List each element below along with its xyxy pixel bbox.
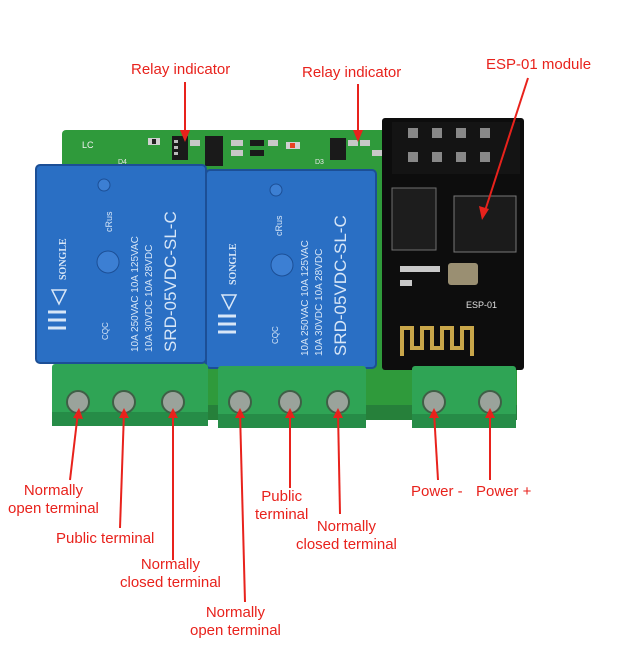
relay-2-cqc: CQC <box>271 326 280 344</box>
relay-2-cert: cRus <box>274 215 284 236</box>
silk-lc: LC <box>82 140 94 150</box>
normally-open-terminal-label-1-line1: Normally <box>23 482 84 499</box>
normally-closed-terminal-label-2: Normally closed terminal <box>296 518 397 554</box>
relay-1-model: SRD-05VDC-SL-C <box>161 211 180 352</box>
smd-components <box>148 136 382 166</box>
relay-1-rating2: 10A 30VDC 10A 28VDC <box>144 245 155 352</box>
normally-closed-terminal-label-2-line1: Normally <box>316 518 377 535</box>
normally-open-terminal-label-2: Normally open terminal <box>190 604 281 640</box>
terminal-block-power <box>412 366 516 428</box>
relay-1-cqc: CQC <box>101 322 110 340</box>
normally-closed-terminal-label-1: Normally closed terminal <box>120 556 221 592</box>
public-terminal-label-2-line1: Public <box>261 488 303 505</box>
public-terminal-label-1: Public terminal <box>56 530 155 547</box>
terminal-block-2 <box>218 366 366 428</box>
esp-silk: ESP-01 <box>466 300 497 310</box>
power-minus-label: Power - <box>411 483 463 500</box>
normally-open-terminal-label-1-line2: open terminal <box>8 500 99 517</box>
normally-open-terminal-label-2-line1: Normally <box>205 604 266 621</box>
silk-d4: D4 <box>118 159 127 166</box>
public-terminal-label-2-line2: terminal <box>255 506 309 523</box>
silk-d3: D3 <box>315 159 324 166</box>
normally-closed-terminal-label-2-line2: closed terminal <box>296 536 397 553</box>
relay-indicator-label-2: Relay indicator <box>302 64 402 81</box>
relay-2-rating2: 10A 30VDC 10A 28VDC <box>314 249 325 356</box>
relay-2: SONGLE 10A 250VAC 10A 125VAC 10A 30VDC 1… <box>205 169 377 369</box>
normally-closed-terminal-label-1-line2: closed terminal <box>120 574 221 591</box>
relay-1: SONGLE 10A 250VAC 10A 125VAC 10A 30VDC 1… <box>35 164 207 364</box>
esp-module-label: ESP-01 module <box>486 56 592 73</box>
relay-indicator-label-1: Relay indicator <box>131 61 231 78</box>
relay-2-model: SRD-05VDC-SL-C <box>331 215 350 356</box>
relay-2-brand: SONGLE <box>228 243 239 285</box>
relay-1-brand: SONGLE <box>58 238 69 280</box>
terminal-block-1 <box>52 364 208 426</box>
relay-2-rating1: 10A 250VAC 10A 125VAC <box>300 240 311 356</box>
relay-1-cert: cRus <box>104 211 114 232</box>
power-plus-label: Power + <box>476 483 532 500</box>
annotation-arrows <box>69 77 529 603</box>
normally-closed-terminal-label-1-line1: Normally <box>140 556 201 573</box>
public-terminal-label-2: Public terminal <box>255 488 308 524</box>
normally-open-terminal-label-2-line2: open terminal <box>190 622 281 639</box>
normally-open-terminal-label-1: Normally open terminal <box>8 482 99 518</box>
esp01-module: ESP-01 <box>382 118 524 370</box>
relay-1-rating1: 10A 250VAC 10A 125VAC <box>130 236 141 352</box>
